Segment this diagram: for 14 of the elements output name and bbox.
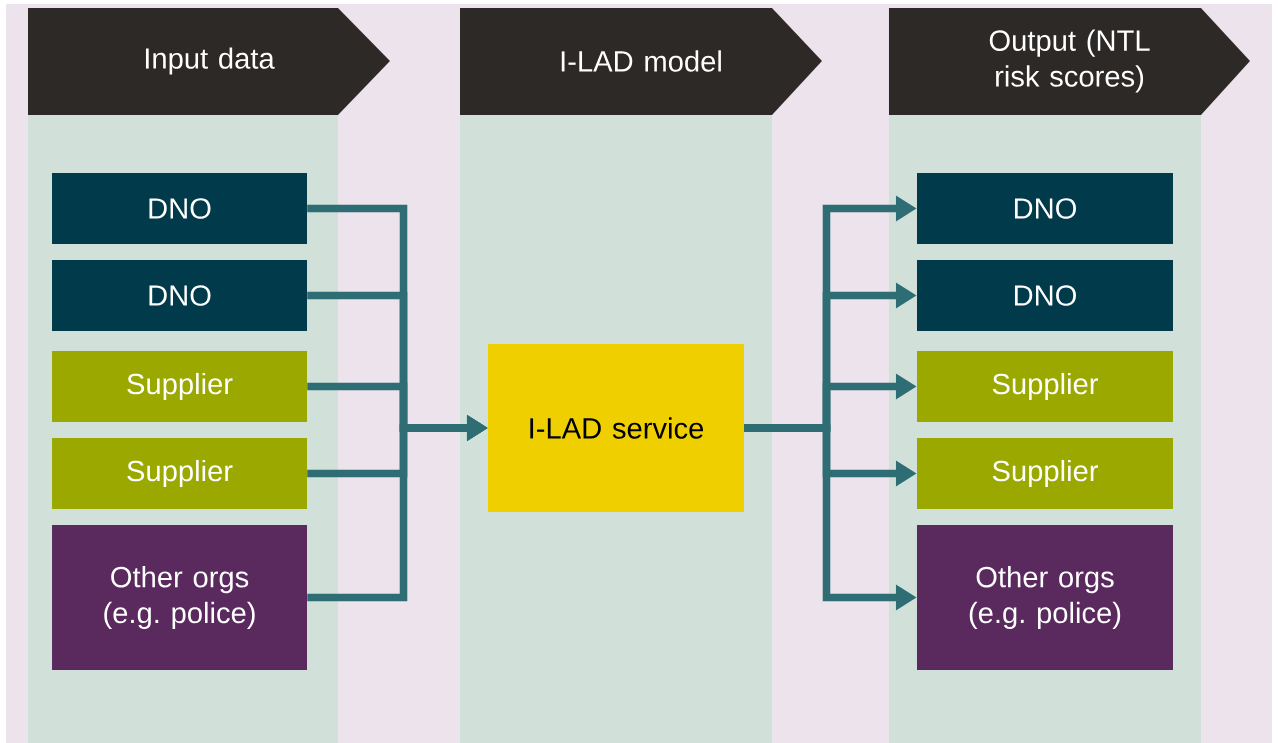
chevron-header: I-LAD model — [460, 8, 822, 115]
organisation-box: DNO — [52, 173, 307, 244]
chevron-header: Input data — [28, 8, 390, 115]
organisation-box: Supplier — [52, 438, 307, 509]
organisation-box: Supplier — [917, 438, 1173, 509]
organisation-box: DNO — [52, 260, 307, 331]
organisation-box: Supplier — [917, 351, 1173, 422]
chevron-header: Output (NTL risk scores) — [889, 8, 1250, 115]
organisation-box: DNO — [917, 173, 1173, 244]
organisation-box: Supplier — [52, 351, 307, 422]
organisation-box: Other orgs (e.g. police) — [52, 525, 307, 670]
service-box: I-LAD service — [488, 344, 744, 512]
organisation-box: DNO — [917, 260, 1173, 331]
organisation-box: Other orgs (e.g. police) — [917, 525, 1173, 670]
